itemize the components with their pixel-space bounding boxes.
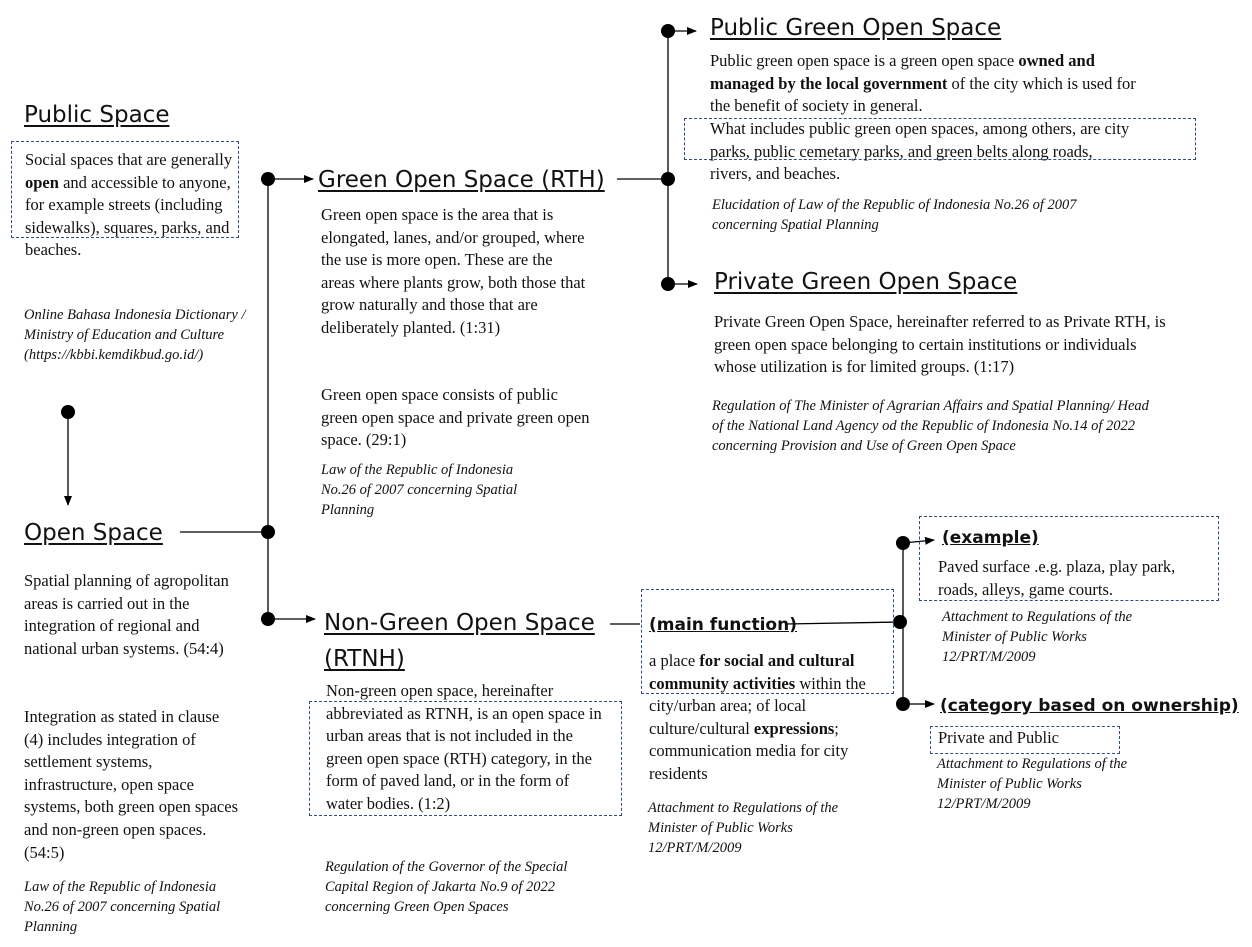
- public-green-highlight-box: [684, 118, 1196, 160]
- example-citation: Attachment to Regulations of the Ministe…: [942, 609, 1133, 665]
- open-space-citation: Law of the Republic of Indonesia No.26 o…: [24, 879, 221, 935]
- main-function-title: (main function): [649, 615, 797, 635]
- main-function-citation: Attachment to Regulations of the Ministe…: [648, 800, 839, 856]
- private-green-text: Private Green Open Space, hereinafter re…: [714, 312, 1166, 377]
- private-green-citation: Regulation of The Minister of Agrarian A…: [712, 398, 1149, 454]
- ownership-text: Private and Public: [938, 728, 1059, 747]
- dot-function-middle: [893, 615, 907, 629]
- dot-public-space: [61, 405, 75, 419]
- rth-text-1: Green open space is the area that is elo…: [321, 205, 586, 337]
- public-green-text-2: What includes public green open spaces, …: [710, 119, 1130, 184]
- dot-branch-top: [661, 24, 675, 38]
- example-text: Paved surface .e.g. plaza, play park, ro…: [938, 557, 1176, 599]
- public-space-title: Public Space: [24, 102, 170, 128]
- dot-trunk-bottom: [261, 612, 275, 626]
- public-space-highlight-box: [11, 141, 239, 238]
- open-space-title: Open Space: [24, 520, 163, 546]
- public-space-text: Social spaces that are generally open an…: [25, 150, 233, 260]
- dot-function-bottom: [896, 697, 910, 711]
- private-green-title: Private Green Open Space: [714, 269, 1018, 295]
- open-space-text-1: Spatial planning of agropolitan areas is…: [24, 571, 229, 658]
- main-function-text: a place for social and cultural communit…: [649, 651, 866, 783]
- public-green-text: Public green open space is a green open …: [710, 51, 1136, 116]
- rtnh-title-line-1: Non-Green Open Space: [324, 610, 595, 636]
- function-to-branch-line: [784, 621, 901, 625]
- main-function-highlight-box: [641, 589, 894, 694]
- rth-title: Green Open Space (RTH): [318, 167, 605, 193]
- ownership-title: (category based on ownership): [940, 696, 1239, 716]
- open-space-text-2: Integration as stated in clause (4) incl…: [24, 707, 238, 862]
- dot-function-top: [896, 536, 910, 550]
- rtnh-title-line-2: (RTNH): [324, 646, 405, 672]
- rtnh-citation: Regulation of the Governor of the Specia…: [325, 859, 568, 915]
- public-green-title: Public Green Open Space: [710, 15, 1002, 41]
- dot-trunk-top: [261, 172, 275, 186]
- example-title: (example): [942, 528, 1039, 548]
- ownership-highlight-box: [930, 726, 1120, 754]
- ownership-citation: Attachment to Regulations of the Ministe…: [937, 756, 1128, 812]
- rtnh-highlight-box: [309, 701, 622, 816]
- rtnh-text: Non-green open space, hereinafter abbrev…: [326, 681, 602, 813]
- dot-trunk-middle: [261, 525, 275, 539]
- dot-branch-bottom: [661, 277, 675, 291]
- example-highlight-box: [919, 516, 1219, 601]
- rth-citation: Law of the Republic of Indonesia No.26 o…: [321, 462, 518, 518]
- dot-branch-middle: [661, 172, 675, 186]
- public-space-citation: Online Bahasa Indonesia Dictionary / Min…: [24, 307, 246, 363]
- rth-text-2: Green open space consists of public gree…: [321, 385, 590, 450]
- public-green-citation: Elucidation of Law of the Republic of In…: [712, 197, 1077, 233]
